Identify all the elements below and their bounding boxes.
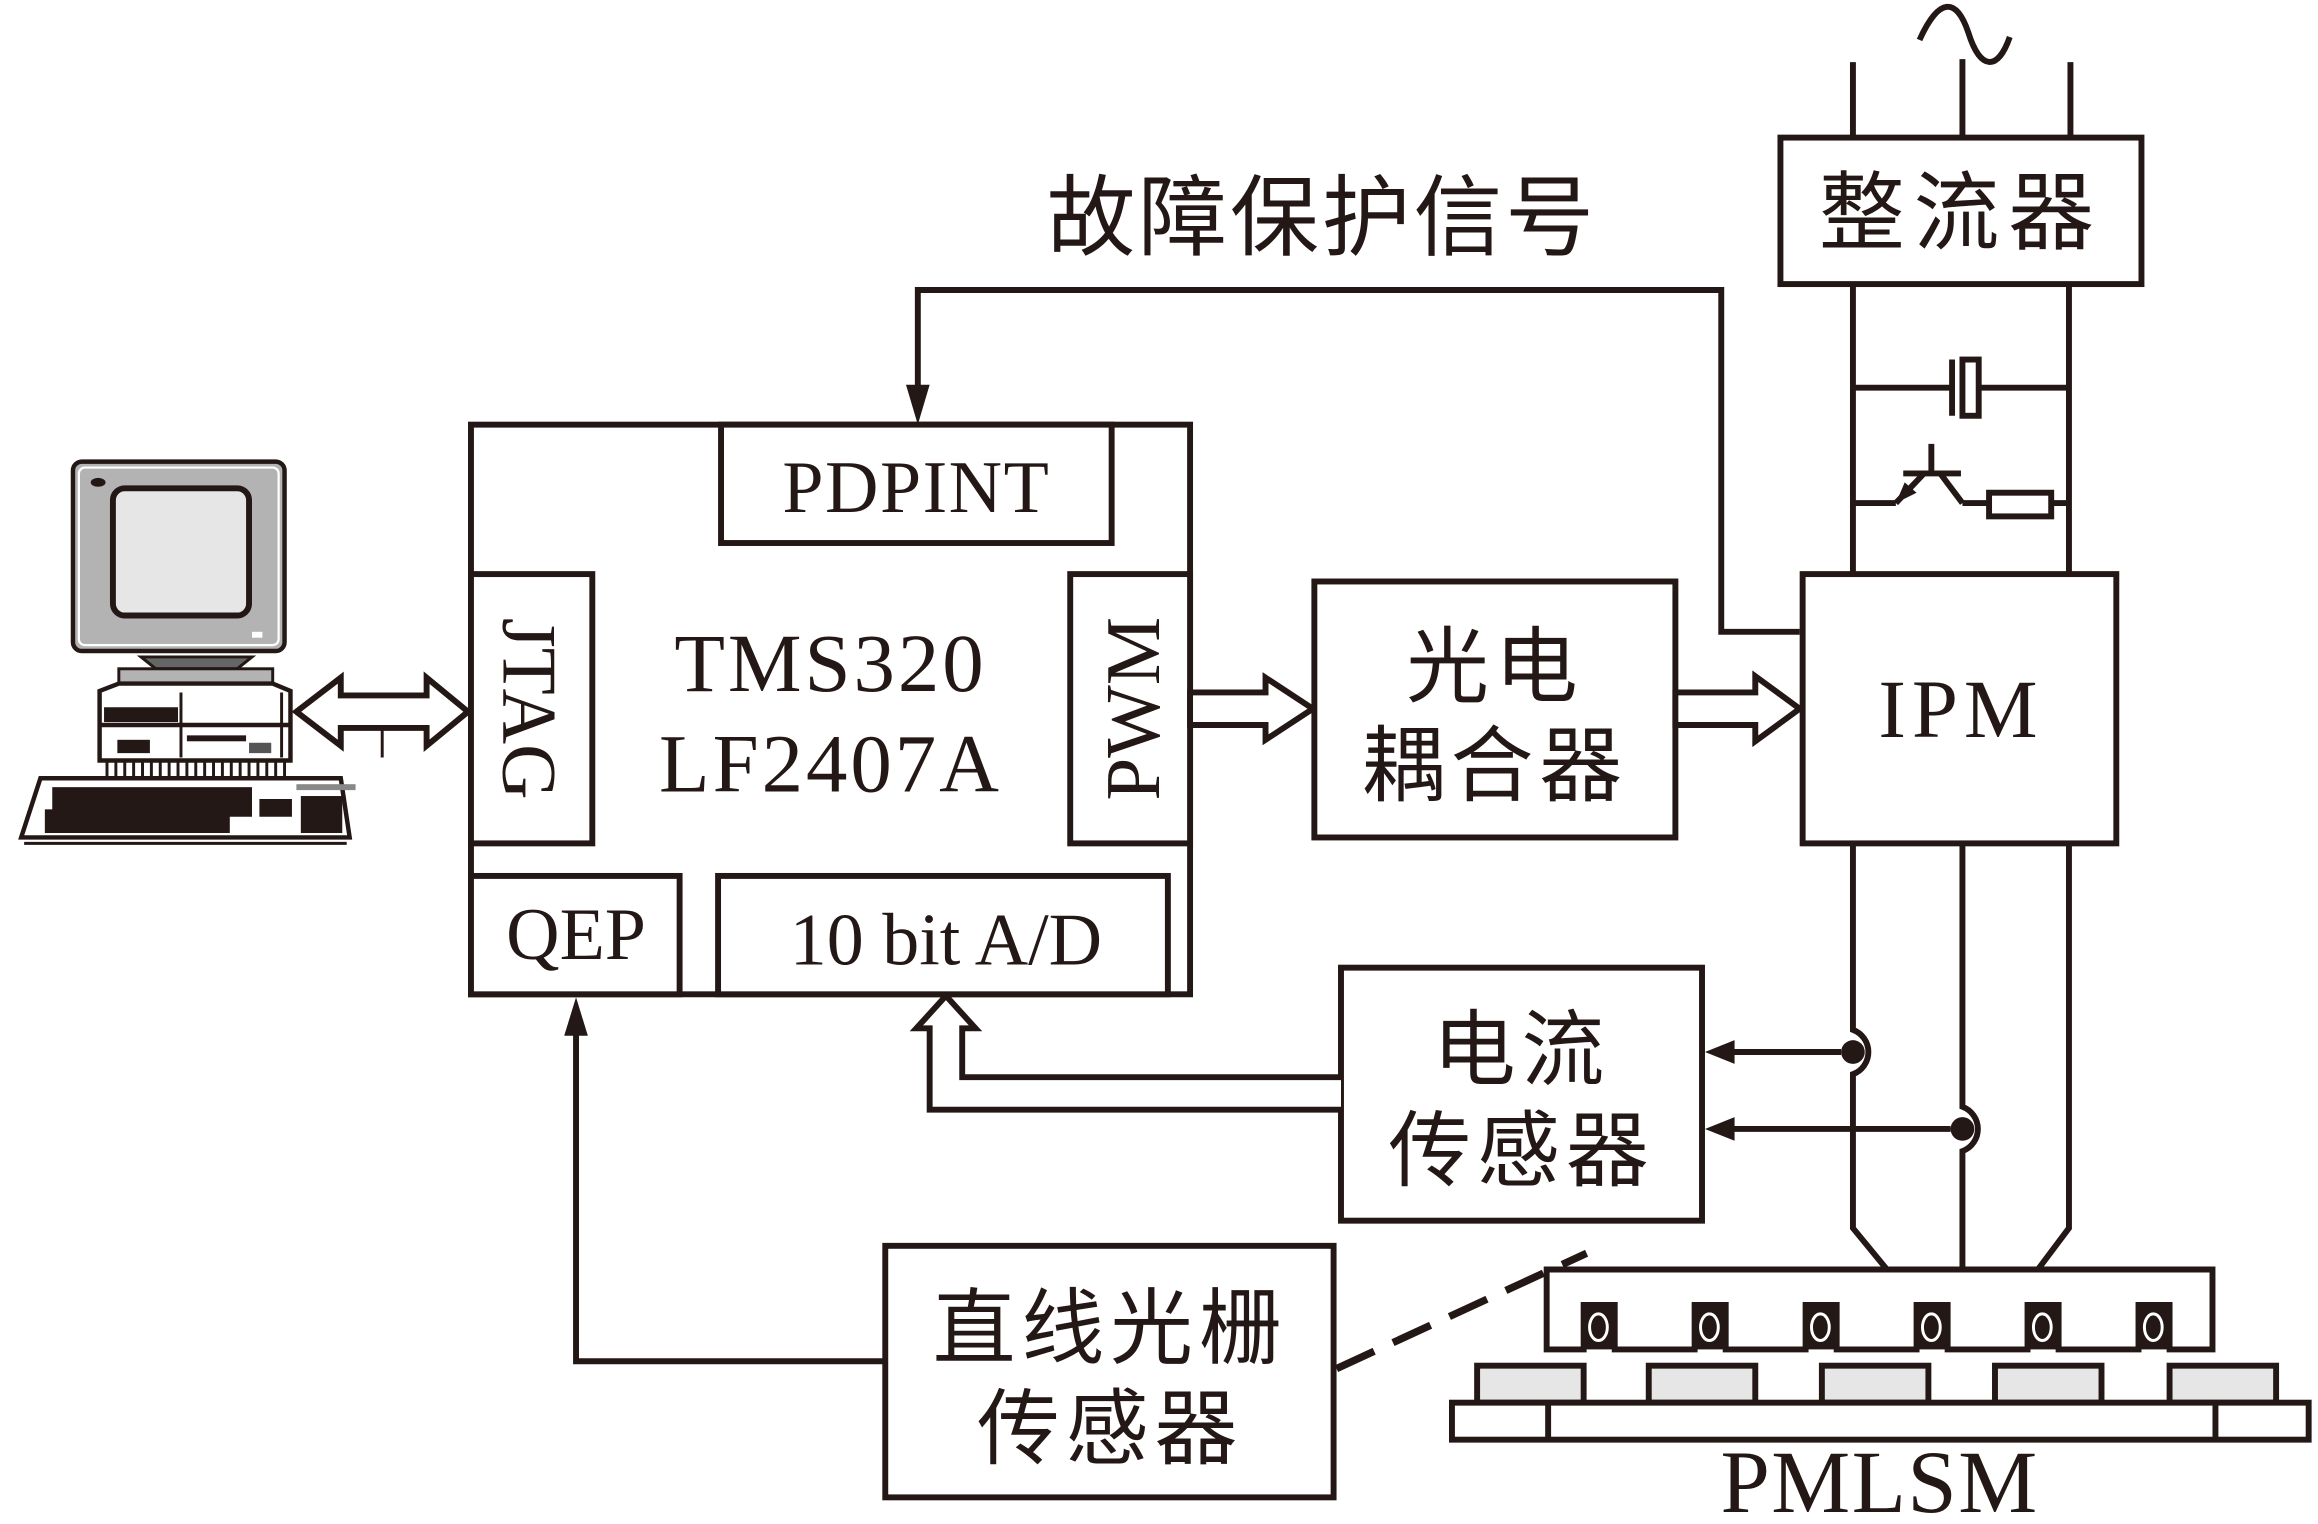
grating-sensor-block: 直线光栅 传感器	[882, 1242, 1337, 1501]
phase-c-line	[2035, 843, 2072, 1272]
grating-sensor-line2: 传感器	[977, 1380, 1243, 1477]
grating-dashed-link	[1335, 1249, 1589, 1372]
jtag-port	[468, 571, 596, 847]
motor-label: PMLSM	[1720, 1434, 2038, 1524]
capacitor-icon	[1852, 356, 2069, 419]
adc-label: 10 bit A/D	[790, 900, 1102, 982]
dsp-name-line1: TMS320	[674, 617, 986, 709]
pdpint-label: PDPINT	[782, 447, 1050, 529]
fault-signal-line	[914, 287, 1800, 635]
qep-arrow-head	[564, 997, 588, 1036]
current-sensor-block: 电流 传感器	[1338, 964, 1705, 1224]
pwm-port	[1067, 571, 1194, 847]
pmlsm-motor: PMLSM	[1449, 1266, 2312, 1524]
coil-icon	[1583, 1305, 2170, 1350]
current-sensor-line1: 电流	[1433, 1002, 1611, 1099]
dsp-block: PDPINT JTAG PWM QEP 10 bit A/D TMS320 LF…	[468, 421, 1194, 998]
adc-port	[715, 872, 1171, 998]
qep-port	[468, 872, 683, 998]
opto-to-ipm-arrow	[1672, 670, 1805, 748]
ipm-block: IPM	[1799, 571, 2120, 847]
computer-icon	[18, 459, 384, 845]
pwm-to-opto-arrow	[1187, 672, 1319, 746]
fault-arrow-head	[905, 384, 930, 425]
pdpint-port	[718, 421, 1115, 546]
phase-a-line	[1849, 843, 1890, 1272]
jtag-label: JTAG	[487, 618, 573, 800]
ipm-label: IPM	[1878, 663, 2043, 755]
dsp-name-line2: LF2407A	[659, 718, 1002, 810]
current-to-adc-arrow	[909, 991, 1341, 1113]
fault-signal-label: 故障保护信号	[1047, 167, 1597, 270]
phase-b-line	[1959, 843, 1981, 1270]
ac-source-icon	[1916, 3, 2013, 65]
optocoupler-block: 光电 耦合器	[1311, 578, 1679, 841]
grating-to-qep-line	[573, 1020, 886, 1365]
rectifier-block: 整流器	[1777, 134, 2145, 288]
optocoupler-line1: 光电	[1406, 618, 1584, 715]
brake-chopper-icon	[1852, 443, 2069, 520]
permanent-magnet-icon	[1474, 1362, 2280, 1406]
current-sensor-line2: 传感器	[1388, 1102, 1654, 1199]
grating-sensor-line1: 直线光栅	[933, 1280, 1288, 1377]
qep-label: QEP	[506, 894, 646, 976]
optocoupler-line2: 耦合器	[1362, 718, 1628, 815]
rectifier-label: 整流器	[1819, 164, 2103, 264]
pwm-label: PWM	[1090, 617, 1176, 801]
